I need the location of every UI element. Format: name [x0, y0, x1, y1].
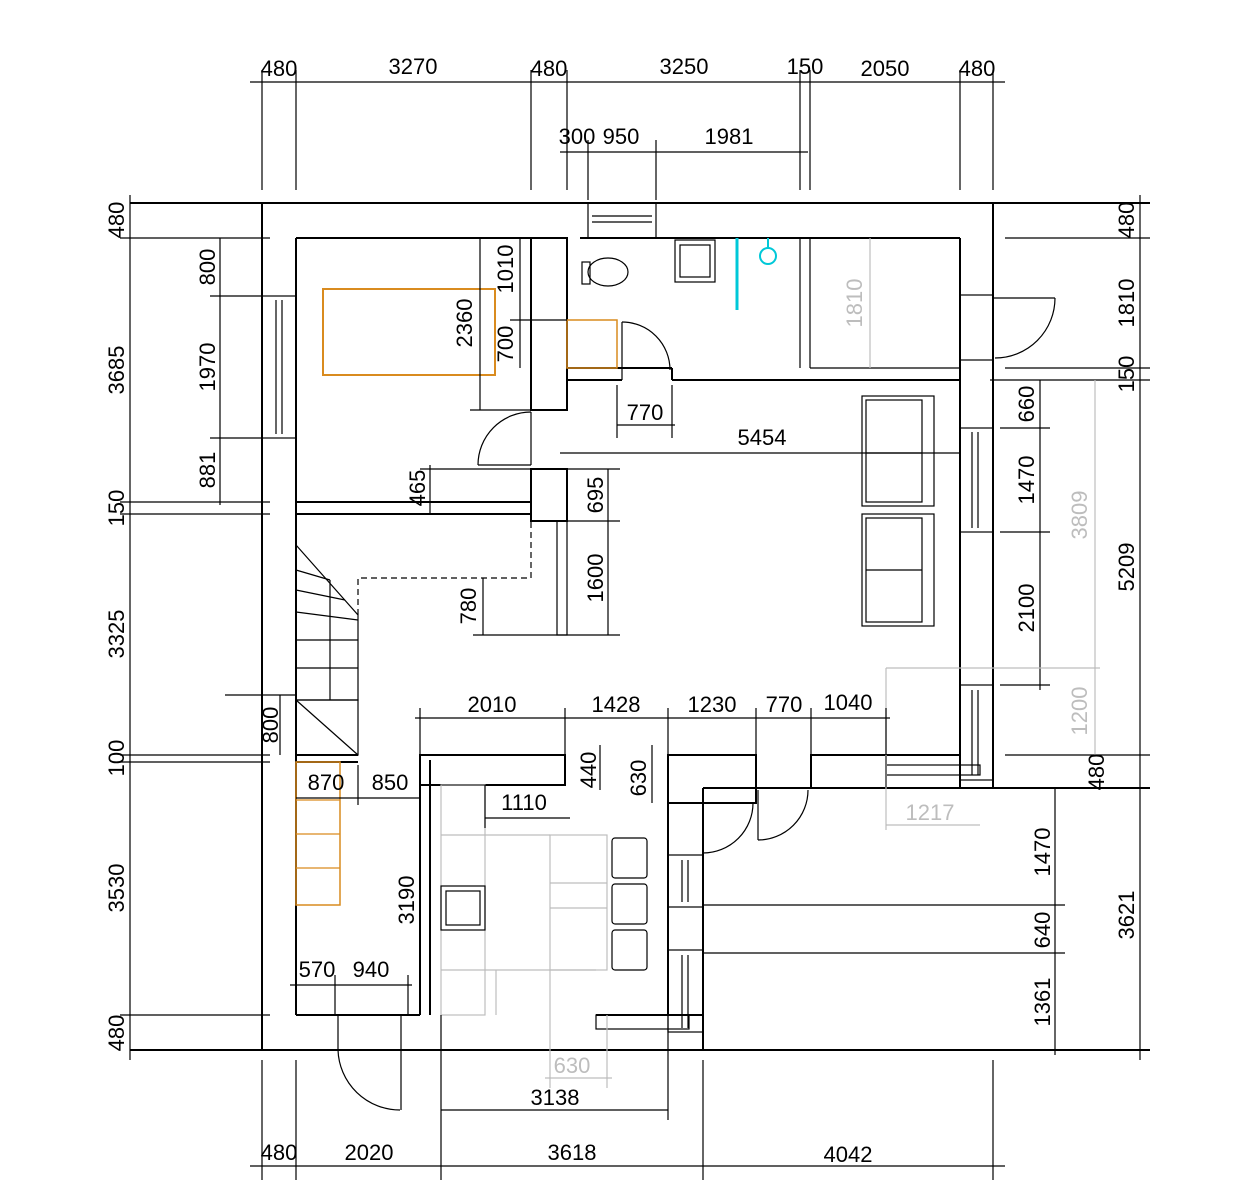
dim-left-3530: 3530 — [104, 864, 129, 913]
windows — [261, 202, 994, 1033]
dim-row-1040: 1040 — [824, 690, 873, 715]
dim-top-3250: 3250 — [660, 54, 709, 79]
dim-left-3685: 3685 — [104, 346, 129, 395]
dim-rightlow-640: 640 — [1030, 912, 1055, 949]
dim-row-1230: 1230 — [688, 692, 737, 717]
dim-kitchen-440: 440 — [576, 752, 601, 789]
dim-right-5209: 5209 — [1114, 543, 1139, 592]
dim-kitchen-630: 630 — [626, 760, 651, 797]
dim-top-150: 150 — [787, 54, 824, 79]
dim-bottom-4042: 4042 — [824, 1142, 873, 1167]
dim-row-1428: 1428 — [592, 692, 641, 717]
dim-left-800: 800 — [195, 249, 220, 286]
shower-head-icon — [759, 247, 777, 265]
dim-top-2050: 2050 — [861, 56, 910, 81]
dim-row-770: 770 — [766, 692, 803, 717]
dim-right-1200-grey: 1200 — [1067, 687, 1092, 736]
dim-top-480c: 480 — [959, 56, 996, 81]
sofa — [861, 395, 935, 627]
dim-left-100: 100 — [104, 740, 129, 777]
dim-right-660: 660 — [1014, 386, 1039, 423]
dim-hall-465: 465 — [405, 470, 430, 507]
dim-top-300: 300 — [559, 124, 596, 149]
dim-bed-2360: 2360 — [452, 299, 477, 348]
dim-kitchen-1110: 1110 — [501, 790, 547, 815]
dim-top-1981: 1981 — [705, 124, 754, 149]
dim-bottom-3618: 3618 — [548, 1140, 597, 1165]
dim-bed-700: 700 — [493, 326, 518, 363]
dim-right-480a: 480 — [1114, 202, 1139, 239]
dim-left-1970: 1970 — [195, 343, 220, 392]
kitchen-units — [440, 784, 648, 1016]
dim-left-3325: 3325 — [104, 610, 129, 659]
dim-right-2100: 2100 — [1014, 584, 1039, 633]
toilet-icon — [587, 257, 629, 287]
dim-right-3809-grey: 3809 — [1067, 491, 1092, 540]
dim-left-150: 150 — [104, 490, 129, 527]
dimension-labels: 480 3270 480 3250 150 2050 480 300 950 1… — [104, 54, 1139, 1167]
dim-bottom-480: 480 — [261, 1140, 298, 1165]
dim-right-1810-grey: 1810 — [842, 279, 867, 328]
dim-right-480b: 480 — [1084, 754, 1109, 791]
kitchen-sink-icon — [440, 885, 486, 931]
dim-hall-1600: 1600 — [583, 554, 608, 603]
dim-rightlow-1361: 1361 — [1030, 978, 1055, 1027]
walls — [130, 202, 1150, 1051]
dim-bottom-2020: 2020 — [345, 1140, 394, 1165]
bed — [322, 288, 496, 376]
wardrobe — [566, 319, 618, 369]
dim-kitchen-870: 870 — [308, 770, 345, 795]
dim-left-881: 881 — [195, 452, 220, 489]
dim-bed-1010: 1010 — [493, 245, 518, 294]
dim-kitchen-630-grey: 630 — [554, 1053, 591, 1078]
dim-kitchen-570: 570 — [299, 957, 336, 982]
dim-kitchen-3190: 3190 — [394, 876, 419, 925]
dim-top-950: 950 — [603, 124, 640, 149]
dim-left-480b: 480 — [104, 1015, 129, 1052]
dim-kitchen-850: 850 — [372, 770, 409, 795]
dim-row-2010: 2010 — [468, 692, 517, 717]
dim-right-1470: 1470 — [1014, 456, 1039, 505]
dim-left-480a: 480 — [104, 202, 129, 239]
dim-top-480a: 480 — [261, 56, 298, 81]
dim-top-3270: 3270 — [389, 54, 438, 79]
bathroom-sink-icon — [674, 239, 716, 283]
dim-hall-695: 695 — [583, 477, 608, 514]
dim-rightlow-3621: 3621 — [1114, 891, 1139, 940]
doors — [337, 297, 1056, 1111]
dim-right-1810: 1810 — [1114, 279, 1139, 328]
dim-door-770: 770 — [627, 400, 664, 425]
dim-right-150: 150 — [1114, 356, 1139, 393]
dim-hall-780: 780 — [456, 588, 481, 625]
dim-rightlow-1470: 1470 — [1030, 828, 1055, 877]
staircase — [295, 521, 532, 906]
dim-hall-5454: 5454 — [738, 425, 787, 450]
dim-right-1217-grey: 1217 — [906, 800, 955, 825]
dim-left-800b: 800 — [258, 707, 283, 744]
dimension-lines — [120, 70, 1150, 1180]
dim-kitchen-3138: 3138 — [531, 1085, 580, 1110]
furniture — [295, 238, 935, 1016]
dim-top-480b: 480 — [531, 56, 568, 81]
dim-kitchen-940: 940 — [353, 957, 390, 982]
